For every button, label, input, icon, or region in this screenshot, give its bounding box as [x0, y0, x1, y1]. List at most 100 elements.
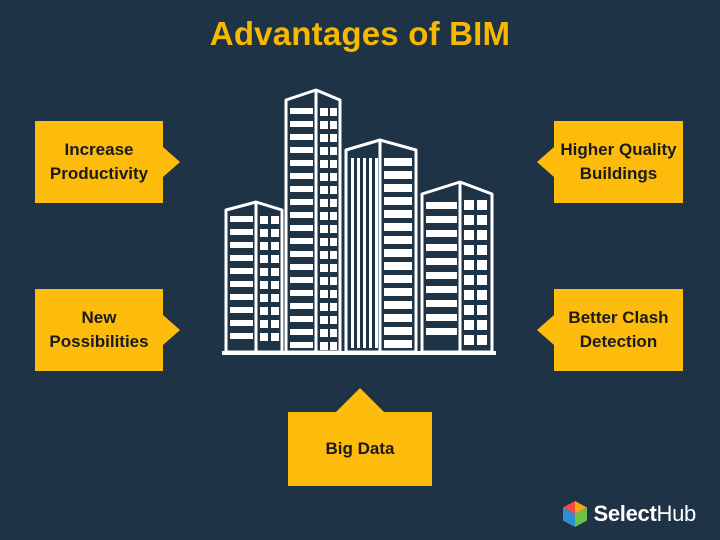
- window-icon: [260, 320, 268, 328]
- window-icon: [320, 225, 328, 233]
- window-icon: [290, 212, 313, 218]
- window-icon: [477, 260, 487, 270]
- window-icon: [290, 238, 313, 244]
- window-icon: [271, 242, 279, 250]
- callout-higher-quality-buildings: Higher Quality Buildings: [537, 121, 683, 203]
- callout-label: New Possibilities: [49, 308, 149, 351]
- callout-big-data: Big Data: [288, 388, 432, 486]
- window-icon: [477, 320, 487, 330]
- window-icon: [384, 314, 412, 322]
- window-icon: [320, 212, 328, 220]
- building-left-icon: [224, 200, 284, 354]
- window-icon: [260, 333, 268, 341]
- window-icon: [330, 290, 337, 298]
- window-icon: [330, 329, 337, 337]
- window-icon: [260, 307, 268, 315]
- window-icon: [290, 251, 313, 257]
- window-icon: [271, 333, 279, 341]
- window-icon: [330, 225, 337, 233]
- window-icon: [230, 281, 253, 287]
- window-icon: [384, 184, 412, 192]
- window-icon: [320, 342, 328, 350]
- logo-text-regular: Hub: [656, 501, 697, 526]
- window-icon: [230, 268, 253, 274]
- window-icon: [230, 255, 253, 261]
- window-icon: [330, 238, 337, 246]
- window-icon: [320, 238, 328, 246]
- window-icon: [271, 268, 279, 276]
- callout-label: Higher Quality Buildings: [560, 140, 677, 183]
- window-icon: [330, 212, 337, 220]
- window-icon: [477, 200, 487, 210]
- window-icon: [384, 158, 412, 166]
- window-icon: [320, 147, 328, 155]
- window-icon: [477, 230, 487, 240]
- window-icon: [464, 275, 474, 285]
- window-icon: [426, 272, 457, 279]
- window-icon: [320, 290, 328, 298]
- window-icon: [330, 251, 337, 259]
- window-icon: [464, 215, 474, 225]
- window-icon: [290, 277, 313, 283]
- window-icon: [477, 245, 487, 255]
- window-icon: [464, 260, 474, 270]
- window-icon: [260, 255, 268, 263]
- window-icon: [384, 171, 412, 179]
- window-icon: [320, 108, 328, 116]
- window-icon: [384, 236, 412, 244]
- window-icon: [290, 186, 313, 192]
- window-icon: [384, 197, 412, 205]
- building-center-icon: [344, 138, 418, 354]
- window-icon: [384, 249, 412, 257]
- window-icon: [230, 242, 253, 248]
- window-icon: [260, 281, 268, 289]
- window-icon: [375, 158, 378, 348]
- window-icon: [426, 286, 457, 293]
- window-icon: [271, 281, 279, 289]
- window-icon: [384, 340, 412, 348]
- window-icon: [330, 186, 337, 194]
- window-icon: [290, 329, 313, 335]
- window-icon: [271, 255, 279, 263]
- window-icon: [477, 275, 487, 285]
- window-icon: [330, 121, 337, 129]
- window-icon: [320, 251, 328, 259]
- window-icon: [384, 262, 412, 270]
- window-icon: [330, 108, 337, 116]
- window-icon: [320, 316, 328, 324]
- window-icon: [230, 229, 253, 235]
- window-icon: [330, 264, 337, 272]
- window-icon: [426, 328, 457, 335]
- window-icon: [384, 210, 412, 218]
- window-icon: [330, 342, 337, 350]
- window-icon: [290, 173, 313, 179]
- window-icon: [230, 294, 253, 300]
- building-tall-icon: [284, 88, 342, 354]
- window-icon: [290, 147, 313, 153]
- window-icon: [290, 160, 313, 166]
- window-icon: [260, 216, 268, 224]
- window-icon: [384, 327, 412, 335]
- logo-wordmark: SelectHub: [594, 501, 697, 527]
- page-title: Advantages of BIM: [209, 15, 511, 52]
- window-icon: [464, 305, 474, 315]
- selecthub-logo: SelectHub: [562, 500, 697, 528]
- window-icon: [477, 290, 487, 300]
- window-icon: [320, 277, 328, 285]
- window-icon: [230, 333, 253, 339]
- window-icon: [320, 199, 328, 207]
- building-right-icon: [420, 180, 494, 354]
- window-icon: [320, 160, 328, 168]
- logo-text-bold: Select: [593, 501, 657, 526]
- window-icon: [320, 264, 328, 272]
- window-icon: [290, 264, 313, 270]
- window-icon: [290, 108, 313, 114]
- window-icon: [384, 301, 412, 309]
- window-icon: [271, 320, 279, 328]
- callout-label: Big Data: [325, 439, 395, 458]
- window-icon: [330, 277, 337, 285]
- window-icon: [230, 307, 253, 313]
- window-icon: [426, 244, 457, 251]
- window-icon: [290, 342, 313, 348]
